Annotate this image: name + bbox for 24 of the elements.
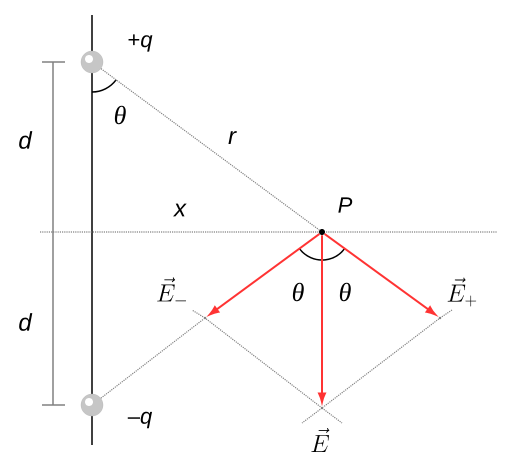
variable-label: d (19, 131, 32, 149)
charge-sphere (80, 394, 104, 416)
vector-tip (438, 316, 442, 320)
variable-label: x (173, 204, 187, 216)
charge-label: +q (128, 34, 152, 52)
point-label: P (338, 197, 352, 213)
construction-line (100, 318, 204, 399)
field-arrow (209, 233, 320, 316)
construction-line (322, 318, 440, 408)
angle-label: θ (292, 282, 304, 302)
variable-label: d (19, 313, 32, 331)
charge-sphere (80, 50, 104, 74)
vector-label: $\vec{E}$ (311, 428, 330, 452)
angle-label: θ (340, 282, 351, 302)
charge-label: –q (128, 412, 152, 428)
vector-label: $\vec{E}_{-}$ (157, 277, 186, 302)
construction-line (100, 68, 320, 231)
vector-tip (204, 316, 206, 320)
construction-line (206, 318, 322, 408)
field-arrow (324, 233, 436, 316)
vector-label: $\vec{E}_{+}$ (448, 278, 476, 306)
vector-tip (320, 406, 324, 410)
edge-label: r (227, 130, 238, 145)
angle-label: θ (114, 106, 126, 124)
